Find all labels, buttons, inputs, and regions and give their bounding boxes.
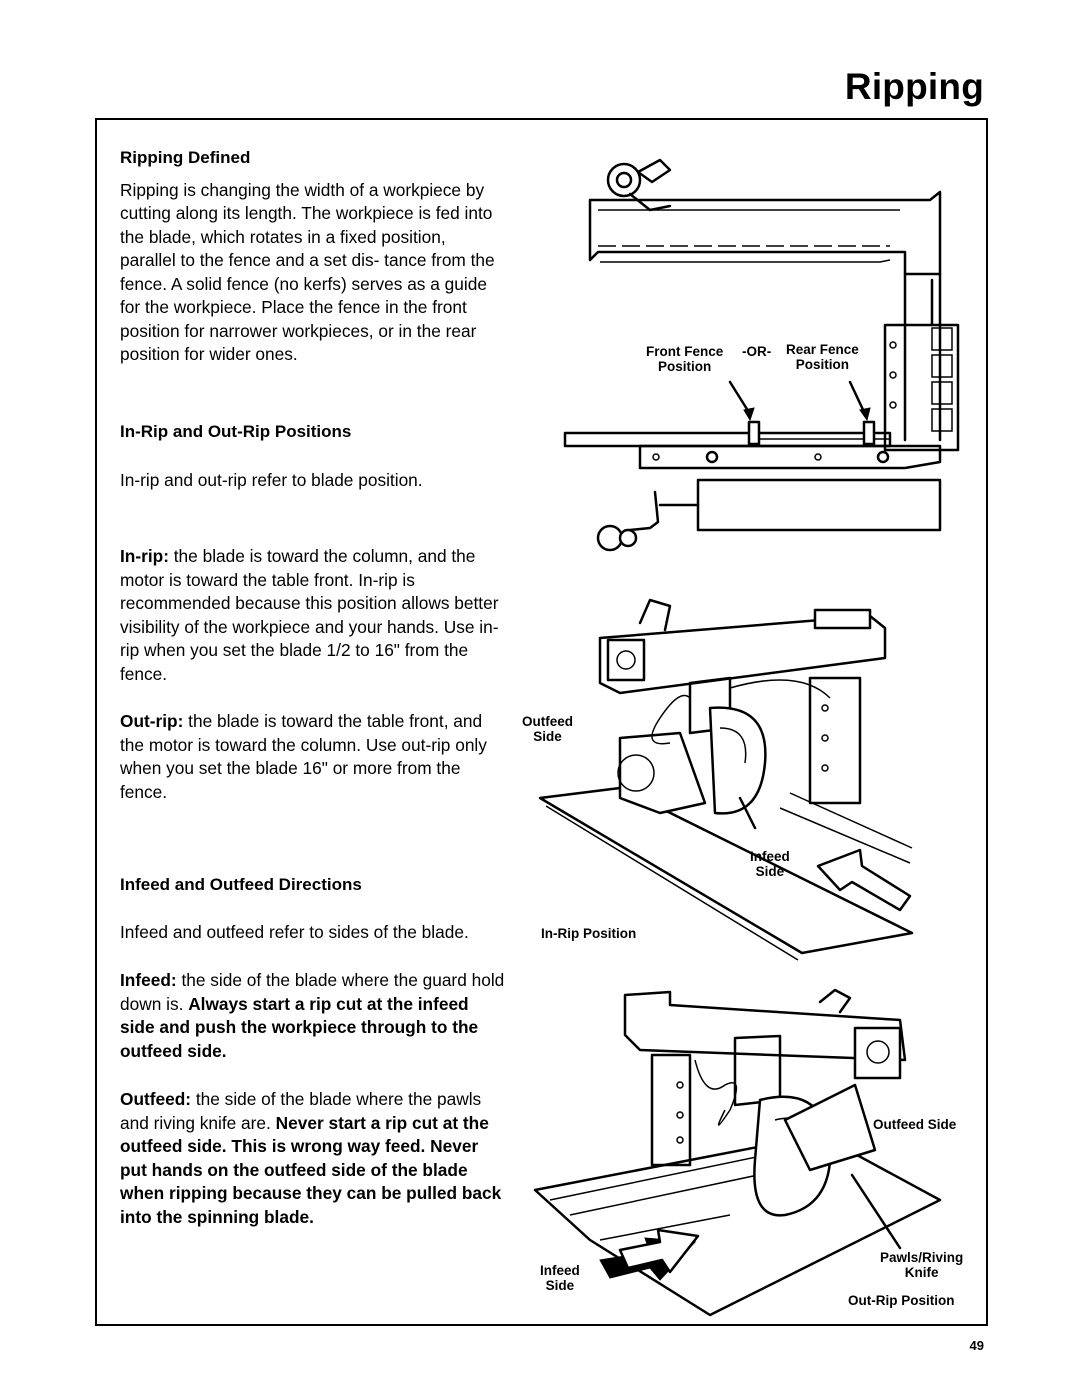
outfeed-term: Outfeed: [120, 1089, 192, 1109]
label-outrip-outfeed: Outfeed Side [873, 1117, 957, 1132]
infeed-warning: Always start a rip cut at the infeed sid… [120, 993, 479, 1061]
outrip-paragraph: Out-rip: the blade is toward the table f… [120, 710, 505, 804]
inrip-figure [538, 598, 914, 961]
outrip-text: the blade is toward the table front, and… [120, 711, 487, 802]
label-pawls-riving-knife: Pawls/Riving Knife [880, 1250, 964, 1280]
label-inrip-infeed: Infeed Side [750, 849, 790, 879]
outfeed-text: the side of the blade where the pawls an… [120, 1089, 482, 1133]
inrip-term: In-rip: [120, 546, 169, 566]
outrip-figure [533, 988, 942, 1317]
section-positions: In-Rip and Out-Rip Positions In-rip and … [120, 420, 505, 804]
page-number: 49 [969, 1338, 984, 1353]
label-front-fence: Front Fence Position [646, 344, 724, 374]
fence-position-figure [563, 158, 960, 552]
section-ripping-defined: Ripping Defined Ripping is changing the … [120, 146, 505, 367]
infeed-term: Infeed: [120, 970, 177, 990]
label-inrip-outfeed: Outfeed Side [522, 714, 574, 744]
heading-ripping-defined: Ripping Defined [120, 148, 251, 167]
heading-positions: In-Rip and Out-Rip Positions [120, 422, 352, 441]
outfeed-warning: Never start a rip cut at the outfeed sid… [120, 1112, 502, 1227]
caption-inrip: In-Rip Position [541, 926, 637, 941]
page-title: Ripping [844, 66, 984, 107]
label-or: -OR- [742, 344, 772, 359]
section-directions: Infeed and Outfeed Directions Infeed and… [120, 873, 505, 1229]
inrip-text: the blade is toward the column, and the … [120, 546, 499, 684]
positions-intro: In-rip and out-rip refer to blade positi… [120, 469, 423, 490]
infeed-paragraph: Infeed: the side of the blade where the … [120, 969, 505, 1063]
label-outrip-infeed: Infeed Side [540, 1263, 580, 1293]
content-frame [95, 118, 988, 1326]
directions-intro: Infeed and outfeed refer to sides of the… [120, 921, 469, 942]
ripping-defined-body: Ripping is changing the width of a workp… [120, 179, 495, 365]
label-rear-fence: Rear Fence Position [786, 342, 859, 372]
infeed-text: the side of the blade where the guard ho… [120, 970, 505, 1014]
outrip-term: Out-rip: [120, 711, 184, 731]
heading-directions: Infeed and Outfeed Directions [120, 875, 362, 894]
caption-outrip: Out-Rip Position [848, 1293, 955, 1308]
outfeed-paragraph: Outfeed: the side of the blade where the… [120, 1088, 505, 1229]
inrip-paragraph: In-rip: the blade is toward the column, … [120, 545, 505, 686]
